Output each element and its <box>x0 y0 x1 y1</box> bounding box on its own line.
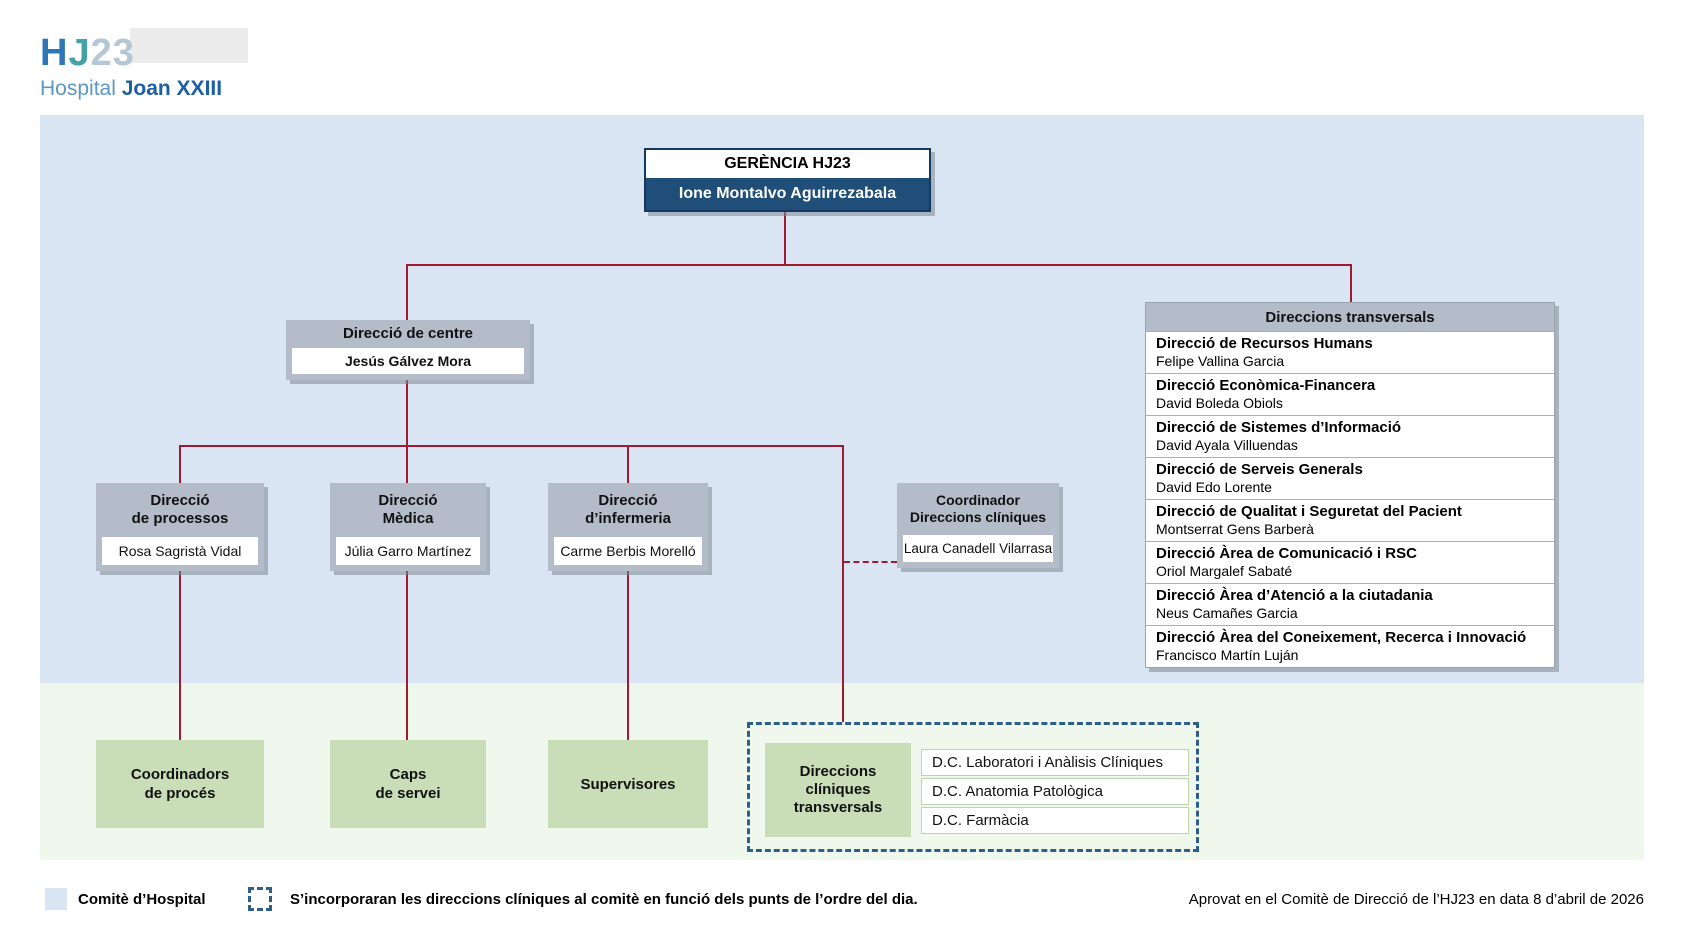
transversal-row: Direcció de Recursos Humans Felipe Valli… <box>1146 331 1554 373</box>
comite-hospital-label: Comitè d’Hospital <box>78 891 206 908</box>
direccio-processos-box: Direcció de processos Rosa Sagristà Vida… <box>96 483 264 571</box>
direccions-cliniques-dashed-group: Direccions clíniques transversals D.C. L… <box>747 722 1199 852</box>
direccio-centre-box: Direcció de centre Jesús Gálvez Mora <box>286 320 530 380</box>
approval-note: Aprovat en el Comitè de Direcció de l’HJ… <box>1188 891 1644 908</box>
transversal-name: David Ayala Villuendas <box>1156 437 1298 453</box>
transversal-row: Direcció de Serveis Generals David Edo L… <box>1146 457 1554 499</box>
transversal-name: David Edo Lorente <box>1156 479 1272 495</box>
logo-background-block <box>130 28 248 63</box>
transversal-name: Montserrat Gens Barberà <box>1156 521 1314 537</box>
direccions-cliniques-transversals-box: Direccions clíniques transversals <box>765 743 911 837</box>
transversal-name: David Boleda Obiols <box>1156 395 1283 411</box>
coordinador-cliniques-box: Coordinador Direccions clíniques Laura C… <box>897 483 1059 568</box>
transversal-name: Francisco Martín Luján <box>1156 647 1299 663</box>
transversal-title: Direcció de Recursos Humans <box>1156 335 1373 352</box>
transversal-row: Direcció Econòmica-Financera David Boled… <box>1146 373 1554 415</box>
connector-dashed-coordinador <box>844 561 897 563</box>
transversal-title: Direcció Econòmica-Financera <box>1156 377 1376 394</box>
logo-letter-j: J <box>68 32 91 74</box>
connector-centre-down <box>406 380 408 445</box>
connector-branch-mid <box>179 445 844 447</box>
connector-processos-down <box>179 571 181 740</box>
transversal-title: Direcció de Serveis Generals <box>1156 461 1363 478</box>
transversal-name: Neus Camañes Garcia <box>1156 605 1298 621</box>
gerencia-name: Ione Montalvo Aguirrezabala <box>646 178 929 210</box>
hj23-logo: HJ23 <box>40 34 135 72</box>
transversal-row: Direcció de Qualitat i Seguretat del Pac… <box>1146 499 1554 541</box>
direccio-medica-name: Júlia Garro Martínez <box>336 537 480 565</box>
supervisores-box: Supervisores <box>548 740 708 828</box>
gerencia-box: GERÈNCIA HJ23 Ione Montalvo Aguirrezabal… <box>644 148 931 212</box>
connector-to-clinical-group <box>842 447 844 722</box>
hospital-name: Hospital Joan XXIII <box>40 78 222 100</box>
transversal-row: Direcció Àrea d’Atenció a la ciutadania … <box>1146 583 1554 625</box>
direccio-infermeria-name: Carme Berbis Morelló <box>554 537 702 565</box>
logo-hospital-word: Hospital <box>40 77 122 100</box>
direccio-infermeria-box: Direcció d’infermeria Carme Berbis Morel… <box>548 483 708 571</box>
transversal-title: Direcció de Sistemes d’Informació <box>1156 419 1402 436</box>
dc-farmacia-item: D.C. Farmàcia <box>921 807 1189 834</box>
gerencia-title: GERÈNCIA HJ23 <box>646 150 929 178</box>
direccio-centre-name: Jesús Gálvez Mora <box>292 348 524 374</box>
transversal-name: Oriol Margalef Sabaté <box>1156 563 1293 579</box>
direccio-centre-title: Direcció de centre <box>342 325 474 342</box>
logo-number-23: 23 <box>90 32 135 74</box>
caps-servei-box: Caps de servei <box>330 740 486 828</box>
connector-to-infermeria <box>627 447 629 483</box>
connector-medica-down <box>406 571 408 740</box>
coordinador-cliniques-title: Coordinador Direccions clíniques <box>909 492 1047 525</box>
direccions-transversals-header: Direccions transversals <box>1146 303 1554 331</box>
connector-to-transversals <box>1350 266 1352 302</box>
transversal-name: Felipe Vallina Garcia <box>1156 353 1285 369</box>
dashed-box-legend-icon <box>248 887 272 911</box>
connector-to-processos <box>179 447 181 483</box>
dc-anatomia-item: D.C. Anatomia Patològica <box>921 778 1189 805</box>
coordinador-cliniques-name: Laura Canadell Vilarrasa <box>903 535 1053 562</box>
direccio-medica-title: Direcció Mèdica <box>378 492 438 527</box>
direccio-processos-title: Direcció de processos <box>131 492 229 527</box>
logo-letter-h: H <box>40 32 69 74</box>
direccio-medica-box: Direcció Mèdica Júlia Garro Martínez <box>330 483 486 571</box>
dc-laboratori-item: D.C. Laboratori i Anàlisis Clíniques <box>921 749 1189 776</box>
transversal-row: Direcció Àrea de Comunicació i RSC Oriol… <box>1146 541 1554 583</box>
coordinadors-proces-box: Coordinadors de procés <box>96 740 264 828</box>
direccio-infermeria-title: Direcció d’infermeria <box>585 492 671 527</box>
comite-hospital-swatch <box>45 888 67 910</box>
logo-joan-word: Joan XXIII <box>121 77 223 100</box>
transversal-title: Direcció Àrea d’Atenció a la ciutadania <box>1156 587 1433 604</box>
connector-to-medica <box>406 447 408 483</box>
transversal-row: Direcció de Sistemes d’Informació David … <box>1146 415 1554 457</box>
transversal-title: Direcció de Qualitat i Seguretat del Pac… <box>1156 503 1462 520</box>
connector-to-centre <box>406 266 408 320</box>
transversal-row: Direcció Àrea del Coneixement, Recerca i… <box>1146 625 1554 667</box>
transversal-title: Direcció Àrea de Comunicació i RSC <box>1156 545 1417 562</box>
transversal-title: Direcció Àrea del Coneixement, Recerca i… <box>1156 629 1527 646</box>
connector-branch-top <box>406 264 1352 266</box>
connector-infermeria-down <box>627 571 629 740</box>
direccio-processos-name: Rosa Sagristà Vidal <box>102 537 258 565</box>
legend-note: S’incorporaran les direccions clíniques … <box>290 891 918 908</box>
connector-gerencia-down <box>784 211 786 264</box>
direccions-transversals-panel: Direccions transversals Direcció de Recu… <box>1145 302 1555 668</box>
